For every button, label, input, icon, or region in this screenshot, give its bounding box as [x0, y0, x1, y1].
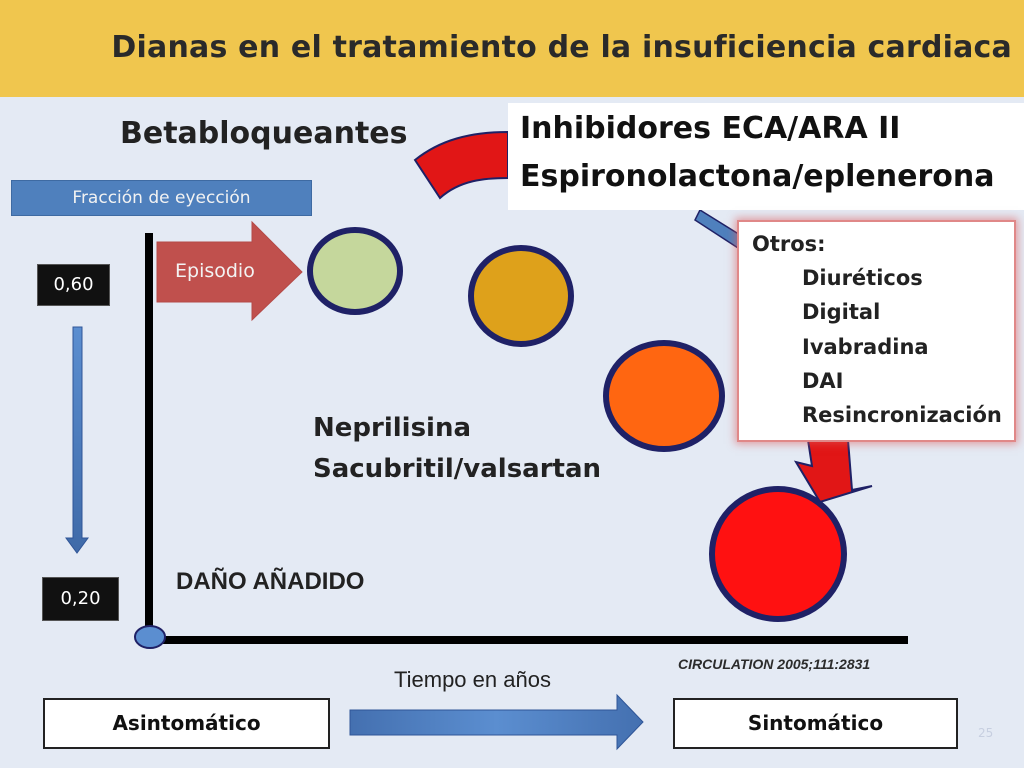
red-arrow-otros — [793, 439, 873, 504]
curved-arrow-betabloqueantes — [413, 130, 509, 200]
otros-item: Resincronización — [802, 403, 1002, 427]
axis-origin-dot — [134, 625, 166, 649]
otros-item: DAI — [802, 369, 844, 393]
otros-item: Digital — [802, 300, 881, 324]
down-arrow — [65, 326, 89, 554]
inhibidores-line-2: Espironolactona/eplenerona — [520, 159, 995, 194]
otros-item: Ivabradina — [802, 335, 929, 359]
value-high-badge: 0,60 — [37, 264, 110, 306]
circle-stage-4 — [709, 486, 847, 622]
dano-anadido-label: DAÑO AÑADIDO — [176, 568, 365, 595]
label-betabloqueantes: Betabloqueantes — [120, 116, 408, 151]
circle-stage-2 — [468, 245, 574, 347]
inhibidores-line-1: Inhibidores ECA/ARA II — [520, 111, 901, 146]
neprilisina-line-1: Neprilisina — [313, 413, 472, 443]
slide-title: Dianas en el tratamiento de la insuficie… — [111, 30, 1012, 65]
neprilisina-line-2: Sacubritil/valsartan — [313, 454, 602, 484]
circle-stage-1 — [307, 227, 403, 315]
circle-stage-3 — [603, 340, 725, 452]
citation: CIRCULATION 2005;111:2831 — [678, 656, 871, 672]
curved-arrow-eca — [694, 208, 747, 250]
value-low-badge: 0,20 — [42, 577, 119, 621]
otros-heading: Otros: — [752, 232, 826, 256]
tiempo-label: Tiempo en años — [394, 667, 551, 692]
inhibidores-box: Inhibidores ECA/ARA II Espironolactona/e… — [508, 103, 1024, 210]
time-arrow — [349, 693, 644, 751]
page-number: 25 — [978, 726, 994, 740]
header-bar — [0, 0, 1024, 97]
otros-box: Otros: Diuréticos Digital Ivabradina DAI… — [739, 222, 1014, 440]
asintomatico-box: Asintomático — [43, 698, 330, 749]
fraccion-eyeccion-label: Fracción de eyección — [11, 180, 312, 216]
otros-item: Diuréticos — [802, 266, 923, 290]
sintomatico-box: Sintomático — [673, 698, 958, 749]
episodio-label: Episodio — [175, 260, 255, 282]
episodio-arrow — [156, 220, 303, 322]
